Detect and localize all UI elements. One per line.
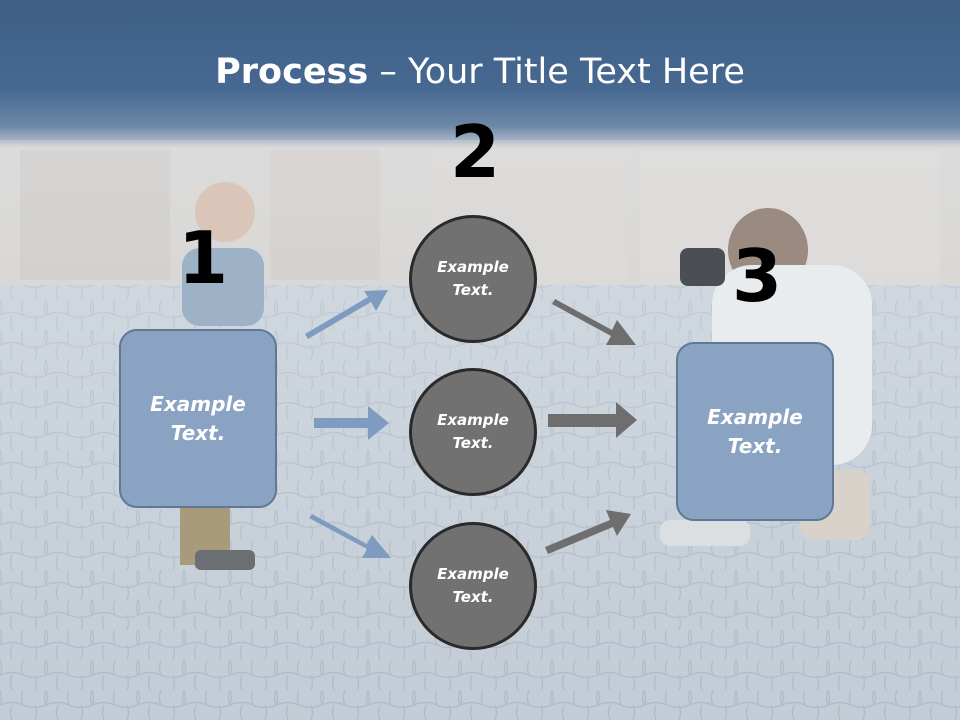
left-box-line1: Example xyxy=(150,391,246,416)
circle-bottom-line2: Text. xyxy=(452,588,494,606)
left-box-line2: Text. xyxy=(170,420,226,445)
title-banner xyxy=(0,0,960,148)
circle-top: Example Text. xyxy=(409,215,537,343)
arrow-right-down xyxy=(552,299,636,345)
circle-middle-line2: Text. xyxy=(452,434,494,452)
circle-bottom: Example Text. xyxy=(409,522,537,650)
circle-top-line1: Example xyxy=(437,258,509,276)
slide-title: Process – Your Title Text Here xyxy=(0,52,960,92)
right-box: Example Text. xyxy=(676,342,834,521)
step-number-1: 1 xyxy=(178,216,229,300)
arrow-right-up xyxy=(545,510,631,554)
arrow-left-down xyxy=(309,514,391,558)
right-box-line2: Text. xyxy=(727,433,783,458)
step-number-2: 2 xyxy=(450,110,501,194)
arrow-left-mid xyxy=(314,406,389,440)
left-box: Example Text. xyxy=(119,329,277,508)
circle-bottom-line1: Example xyxy=(437,565,509,583)
title-bold-part: Process xyxy=(215,52,369,92)
right-box-line1: Example xyxy=(707,404,803,429)
circle-middle: Example Text. xyxy=(409,368,537,496)
title-rest: – Your Title Text Here xyxy=(368,52,745,92)
arrow-right-mid xyxy=(548,402,637,438)
arrow-left-up xyxy=(305,290,388,339)
circle-top-line2: Text. xyxy=(452,281,494,299)
step-number-3: 3 xyxy=(732,234,783,318)
circle-middle-line1: Example xyxy=(437,411,509,429)
